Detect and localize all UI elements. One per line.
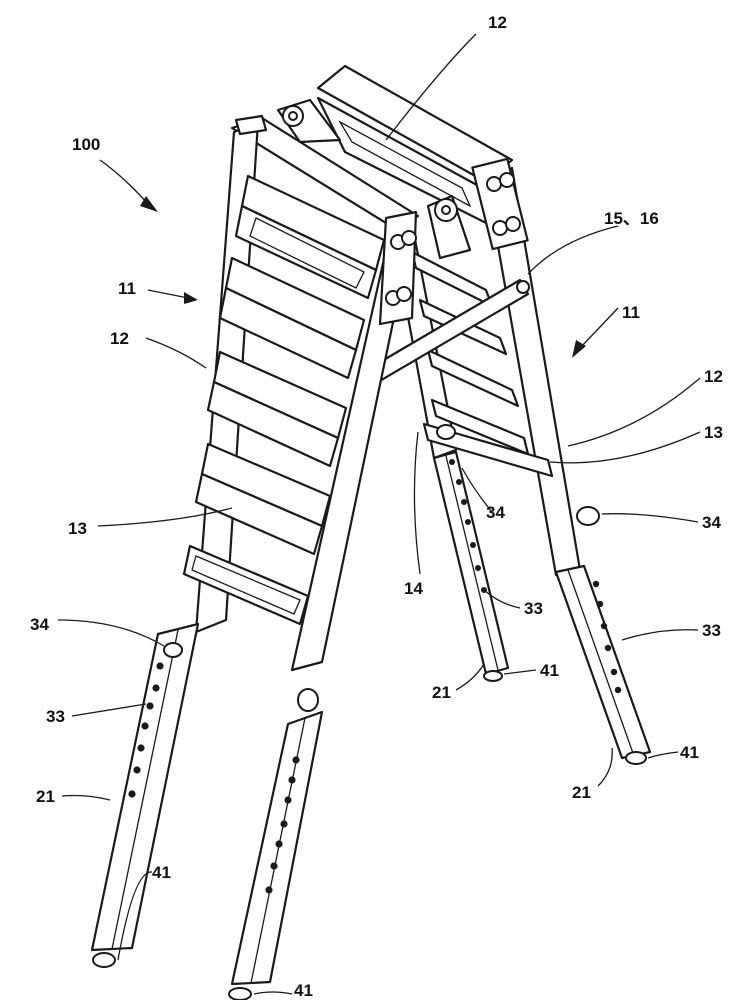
- label-12-top: 12: [488, 13, 507, 32]
- front-frame: [182, 116, 420, 672]
- rear-left-leg: [432, 424, 510, 682]
- foot-pad-rear-right: [625, 751, 647, 765]
- lock-pin-front-right: [297, 688, 319, 712]
- label-13-right: 13: [704, 423, 723, 442]
- label-21-left: 21: [36, 787, 55, 806]
- label-41-front-right: 41: [294, 981, 313, 1000]
- ref-arrow-100: [99, 159, 158, 212]
- lock-pin-front-left: [163, 642, 183, 658]
- label-34-left: 34: [30, 615, 49, 634]
- label-41-front-left: 41: [152, 863, 171, 882]
- lock-pin-rear-left: [436, 424, 456, 440]
- leader-lines: [57, 33, 701, 995]
- top-cap: [316, 64, 514, 184]
- label-33-left: 33: [46, 707, 65, 726]
- label-15-16: 15、16: [604, 209, 659, 228]
- label-13-left: 13: [68, 519, 87, 538]
- front-left-leg: [90, 622, 200, 968]
- ref-arrow-11-left: [147, 289, 198, 304]
- ref-arrow-11-right: [572, 307, 619, 358]
- label-34-mid: 34: [486, 503, 505, 522]
- front-hinge-plate: [234, 114, 418, 326]
- label-33-mid: 33: [524, 599, 543, 618]
- label-14: 14: [404, 579, 423, 598]
- label-33-right: 33: [702, 621, 721, 640]
- label-11-right: 11: [622, 303, 640, 322]
- label-41-rear-left: 41: [540, 661, 559, 680]
- reference-labels: 100 12 11 12 13 34 33 21 41 41 15、16 11 …: [30, 13, 723, 1000]
- label-21-right: 21: [572, 783, 591, 802]
- hinge-assembly: [276, 98, 529, 260]
- label-41-rear-right: 41: [680, 743, 699, 762]
- foot-pad-front-left: [92, 952, 116, 968]
- label-34-right: 34: [702, 513, 721, 532]
- label-11-left: 11: [118, 279, 136, 298]
- foot-pad-front-right: [228, 987, 252, 1001]
- front-steps: [182, 174, 386, 626]
- label-12-right: 12: [704, 367, 723, 386]
- lock-pin-rear-right: [576, 506, 600, 526]
- rear-right-leg: [554, 506, 652, 765]
- label-12-left: 12: [110, 329, 129, 348]
- foot-pad-rear-left: [483, 670, 503, 682]
- label-100: 100: [72, 135, 100, 154]
- label-21-mid: 21: [432, 683, 451, 702]
- front-right-leg: [228, 688, 324, 1001]
